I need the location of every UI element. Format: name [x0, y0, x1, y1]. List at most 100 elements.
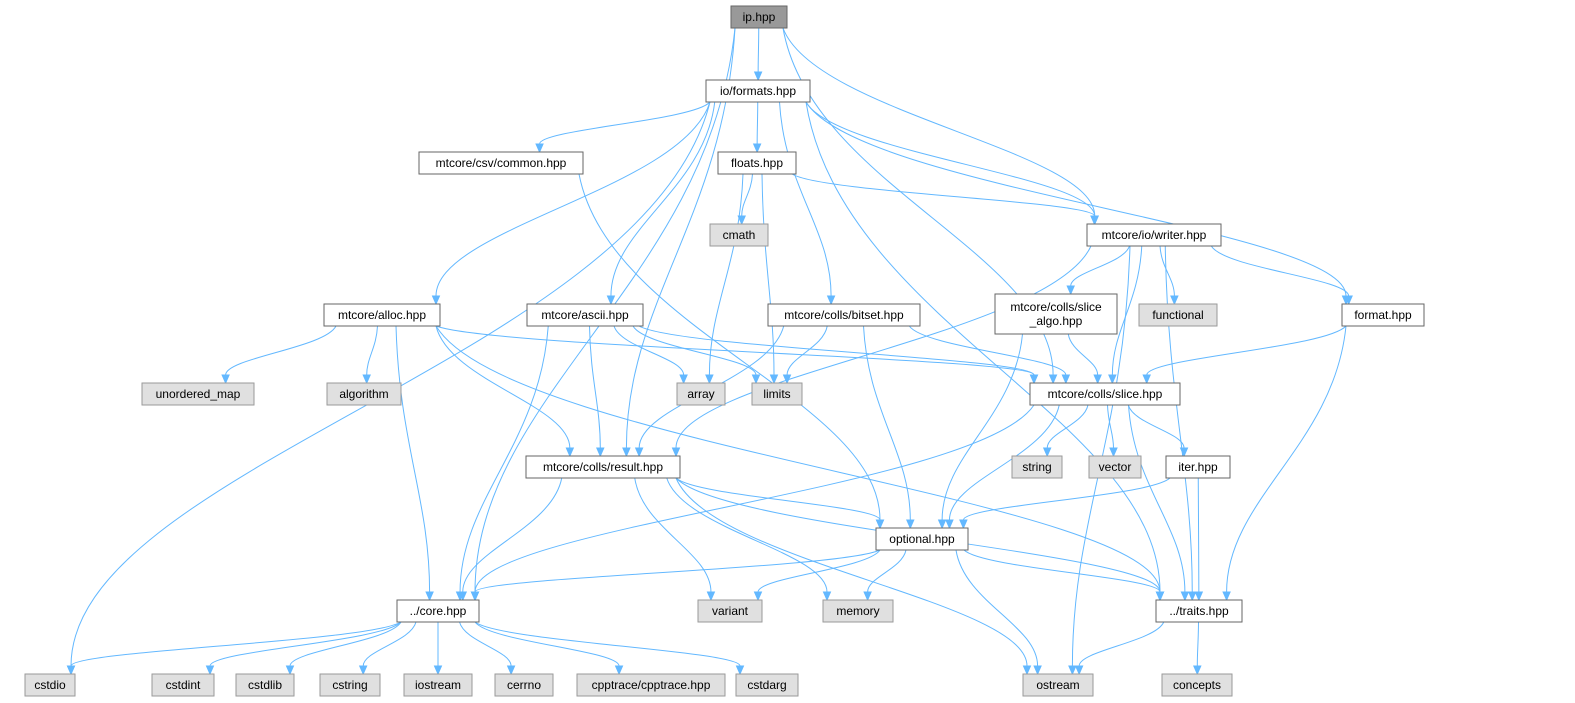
edge-line: [779, 101, 832, 297]
edge-slicealgo-to-slice: [1067, 333, 1102, 385]
node-label: cstdarg: [747, 678, 786, 692]
node-label: concepts: [1173, 678, 1221, 692]
edge-line: [1070, 245, 1130, 287]
edge-core-to-cstdint: [205, 621, 402, 676]
arrowhead-icon: [1074, 665, 1084, 676]
arrowhead-icon: [822, 591, 832, 602]
edge-line: [863, 325, 911, 521]
node-box: [1161, 673, 1233, 697]
arrowhead-icon: [458, 591, 468, 602]
arrowhead-icon: [753, 71, 763, 82]
node-box: [735, 673, 799, 697]
node-core-hpp[interactable]: ../core.hpp: [396, 599, 480, 623]
edge-formats-to-ascii: [606, 101, 716, 306]
node-label: mtcore/colls/slice.hpp: [1048, 387, 1163, 401]
edge-ip-to-writer: [782, 27, 1100, 226]
edge-line: [782, 27, 1096, 217]
node-optional-hpp[interactable]: optional.hpp: [875, 527, 969, 551]
node-mtcore-colls-bitset-hpp[interactable]: mtcore/colls/bitset.hpp: [767, 303, 921, 327]
node-mtcore-colls-result-hpp[interactable]: mtcore/colls/result.hpp: [525, 455, 681, 479]
arrowhead-icon: [425, 591, 434, 602]
node-cstdio: cstdio: [24, 673, 76, 697]
arrowhead-icon: [679, 374, 688, 385]
edge-result-to-optional: [675, 477, 885, 530]
node-traits-hpp[interactable]: ../traits.hpp: [1155, 599, 1243, 623]
node-label: ostream: [1036, 678, 1079, 692]
node-box: [403, 673, 473, 697]
edge-slice-to-vector: [1107, 404, 1118, 458]
node-floats-hpp[interactable]: floats.hpp: [717, 151, 797, 175]
edge-floats-to-array: [705, 173, 744, 385]
arrowhead-icon: [1068, 665, 1077, 676]
node-label: limits: [763, 387, 790, 401]
node-label: cstdint: [166, 678, 201, 692]
edge-bitset-to-optional: [863, 325, 915, 530]
arrowhead-icon: [1061, 374, 1071, 385]
edge-core-to-cstdarg: [474, 621, 745, 676]
edge-line: [1107, 404, 1114, 449]
arrowhead-icon: [737, 215, 746, 226]
edge-line: [1078, 621, 1165, 667]
node-label: ../core.hpp: [410, 604, 467, 618]
edge-line: [610, 101, 716, 297]
node-box: [697, 599, 763, 623]
node-label: cmath: [723, 228, 756, 242]
edge-ascii-to-result: [589, 325, 605, 458]
edge-core-to-cerrno: [459, 621, 516, 676]
node-mtcore-alloc-hpp[interactable]: mtcore/alloc.hpp: [323, 303, 441, 327]
edge-line: [1197, 477, 1200, 593]
edge-line: [675, 477, 1028, 667]
edge-line: [675, 245, 1092, 449]
arrowhead-icon: [622, 447, 631, 458]
edge-slice-to-iter: [1127, 404, 1189, 458]
node-box: [1088, 455, 1142, 479]
arrowhead-icon: [735, 665, 745, 676]
edge-iter-to-traits: [1194, 477, 1204, 602]
node-box: [24, 673, 76, 697]
arrowhead-icon: [433, 665, 443, 676]
node-mtcore-ascii-hpp[interactable]: mtcore/ascii.hpp: [526, 303, 644, 327]
edge-writer-to-functional: [1159, 245, 1179, 306]
edge-line: [675, 477, 881, 521]
node-label: mtcore/alloc.hpp: [338, 308, 426, 322]
edge-traits-to-ostream: [1074, 621, 1165, 676]
node-mtcore-io-writer-hpp[interactable]: mtcore/io/writer.hpp: [1086, 223, 1222, 247]
arrowhead-icon: [1033, 665, 1042, 676]
node-io-formats-hpp[interactable]: io/formats.hpp: [705, 79, 811, 103]
edge-line: [1067, 333, 1099, 376]
node-label: variant: [712, 604, 749, 618]
arrowhead-icon: [782, 374, 792, 385]
edge-line: [786, 325, 828, 376]
edge-line: [1159, 245, 1175, 297]
arrowhead-icon: [470, 591, 480, 602]
node-label: ../traits.hpp: [1169, 604, 1229, 618]
edge-line: [757, 549, 881, 593]
edge-writer-to-slicealgo: [1066, 245, 1130, 296]
edge-line: [462, 477, 563, 593]
node-box: [1165, 455, 1231, 479]
node-mtcore-colls-slice-algo-hpp[interactable]: mtcore/colls/slice_algo.hpp: [994, 293, 1118, 335]
node-unordered-map: unordered_map: [141, 382, 255, 406]
node-iostream: iostream: [403, 673, 473, 697]
node-box: [994, 293, 1118, 335]
node-cstring: cstring: [319, 673, 381, 697]
node-box: [1086, 223, 1222, 247]
node-mtcore-csv-common-hpp[interactable]: mtcore/csv/common.hpp: [418, 151, 584, 175]
edge-line: [395, 325, 431, 593]
edge-slice-to-core: [470, 404, 1035, 602]
node-format-hpp[interactable]: format.hpp: [1341, 303, 1425, 327]
arrowhead-icon: [431, 295, 441, 306]
edge-format-to-slice: [1142, 325, 1347, 385]
arrowhead-icon: [671, 447, 681, 458]
node-box: [1011, 455, 1063, 479]
arrowhead-icon: [1093, 374, 1102, 385]
edge-line: [1164, 245, 1193, 593]
node-iter-hpp[interactable]: iter.hpp: [1165, 455, 1231, 479]
node-mtcore-colls-slice-hpp[interactable]: mtcore/colls/slice.hpp: [1029, 382, 1181, 406]
arrowhead-icon: [634, 447, 644, 458]
arrowhead-icon: [945, 519, 954, 530]
arrowhead-icon: [1048, 374, 1058, 385]
node-label: cstring: [332, 678, 367, 692]
arrowhead-icon: [753, 591, 763, 602]
